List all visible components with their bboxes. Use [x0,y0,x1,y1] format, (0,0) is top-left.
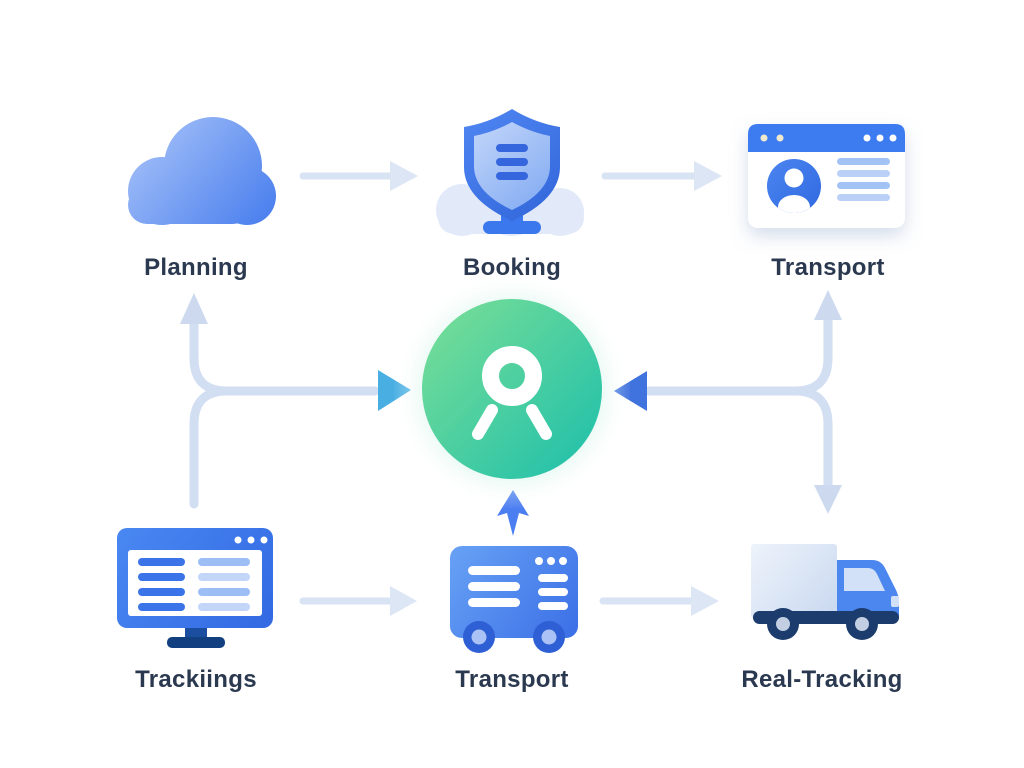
royal-arrowhead-into-hub [614,371,647,411]
wheel-hub [855,617,869,631]
wheel-hub [471,629,487,645]
label-transport-top: Transport [771,254,885,281]
label-planning: Planning [144,254,248,281]
arrow-planning-to-booking [299,161,418,191]
window-dot [863,134,871,142]
van-dot [559,557,567,565]
label-trackings: Trackiings [135,666,257,693]
van-dot [535,557,543,565]
window-dot [776,134,784,142]
window-dot [876,134,884,142]
wheel-hub [776,617,790,631]
cloud-icon [128,117,276,225]
light-up-arrowhead [814,290,842,320]
wheel-hub [541,629,557,645]
arrow-transport-to-realtracking [599,586,719,616]
window-dot [260,536,268,544]
hub-node [394,272,630,508]
label-real-tracking: Real-Tracking [741,666,903,693]
window-dot [889,134,897,142]
arrow-transport-to-hub [497,490,529,536]
window-dot [760,134,768,142]
box-truck-icon [751,544,899,640]
light-up-arrowhead [180,293,208,324]
shield-checklist-icon [436,109,584,236]
van-dot [547,557,555,565]
delivery-van-icon [450,546,578,653]
window-dot [247,536,255,544]
monitor-report-icon [117,528,273,648]
label-booking: Booking [462,254,562,281]
window-dot [234,536,242,544]
label-transport-bottom: Transport [455,666,569,693]
connector-left-branch [180,293,411,509]
hub-search-person-icon [472,346,552,440]
browser-profile-card-icon [748,124,905,228]
light-down-arrowhead [814,485,842,514]
arrow-booking-to-transport [601,161,722,191]
arrow-trackings-to-transport [299,586,417,616]
connector-right-branch [614,290,842,514]
person-glyph [778,168,810,213]
